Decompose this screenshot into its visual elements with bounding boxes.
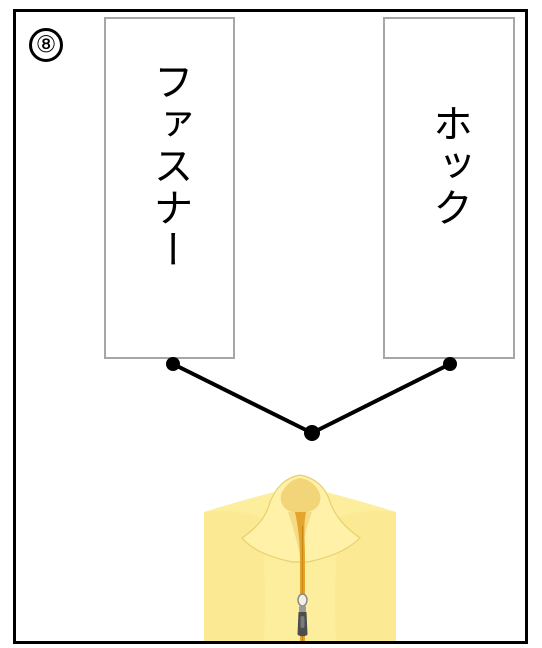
word-card-fastener[interactable]: ファスナー	[104, 17, 235, 359]
word-card-fastener-label: ファスナー	[146, 60, 193, 271]
connector-dot-left[interactable]	[166, 357, 180, 371]
question-number-badge: ⑧	[29, 28, 63, 62]
word-card-hook[interactable]: ホック	[383, 17, 515, 359]
connector-lines	[166, 357, 457, 441]
question-card: ⑧ ファスナー ホック	[13, 9, 528, 644]
connector-line-left	[171, 362, 314, 435]
jacket-with-zipper-icon	[204, 474, 396, 641]
connector-dot-right[interactable]	[443, 357, 457, 371]
connector-dot-bottom[interactable]	[304, 425, 320, 441]
connector-line-right	[310, 362, 452, 435]
word-card-hook-label: ホック	[426, 102, 472, 229]
